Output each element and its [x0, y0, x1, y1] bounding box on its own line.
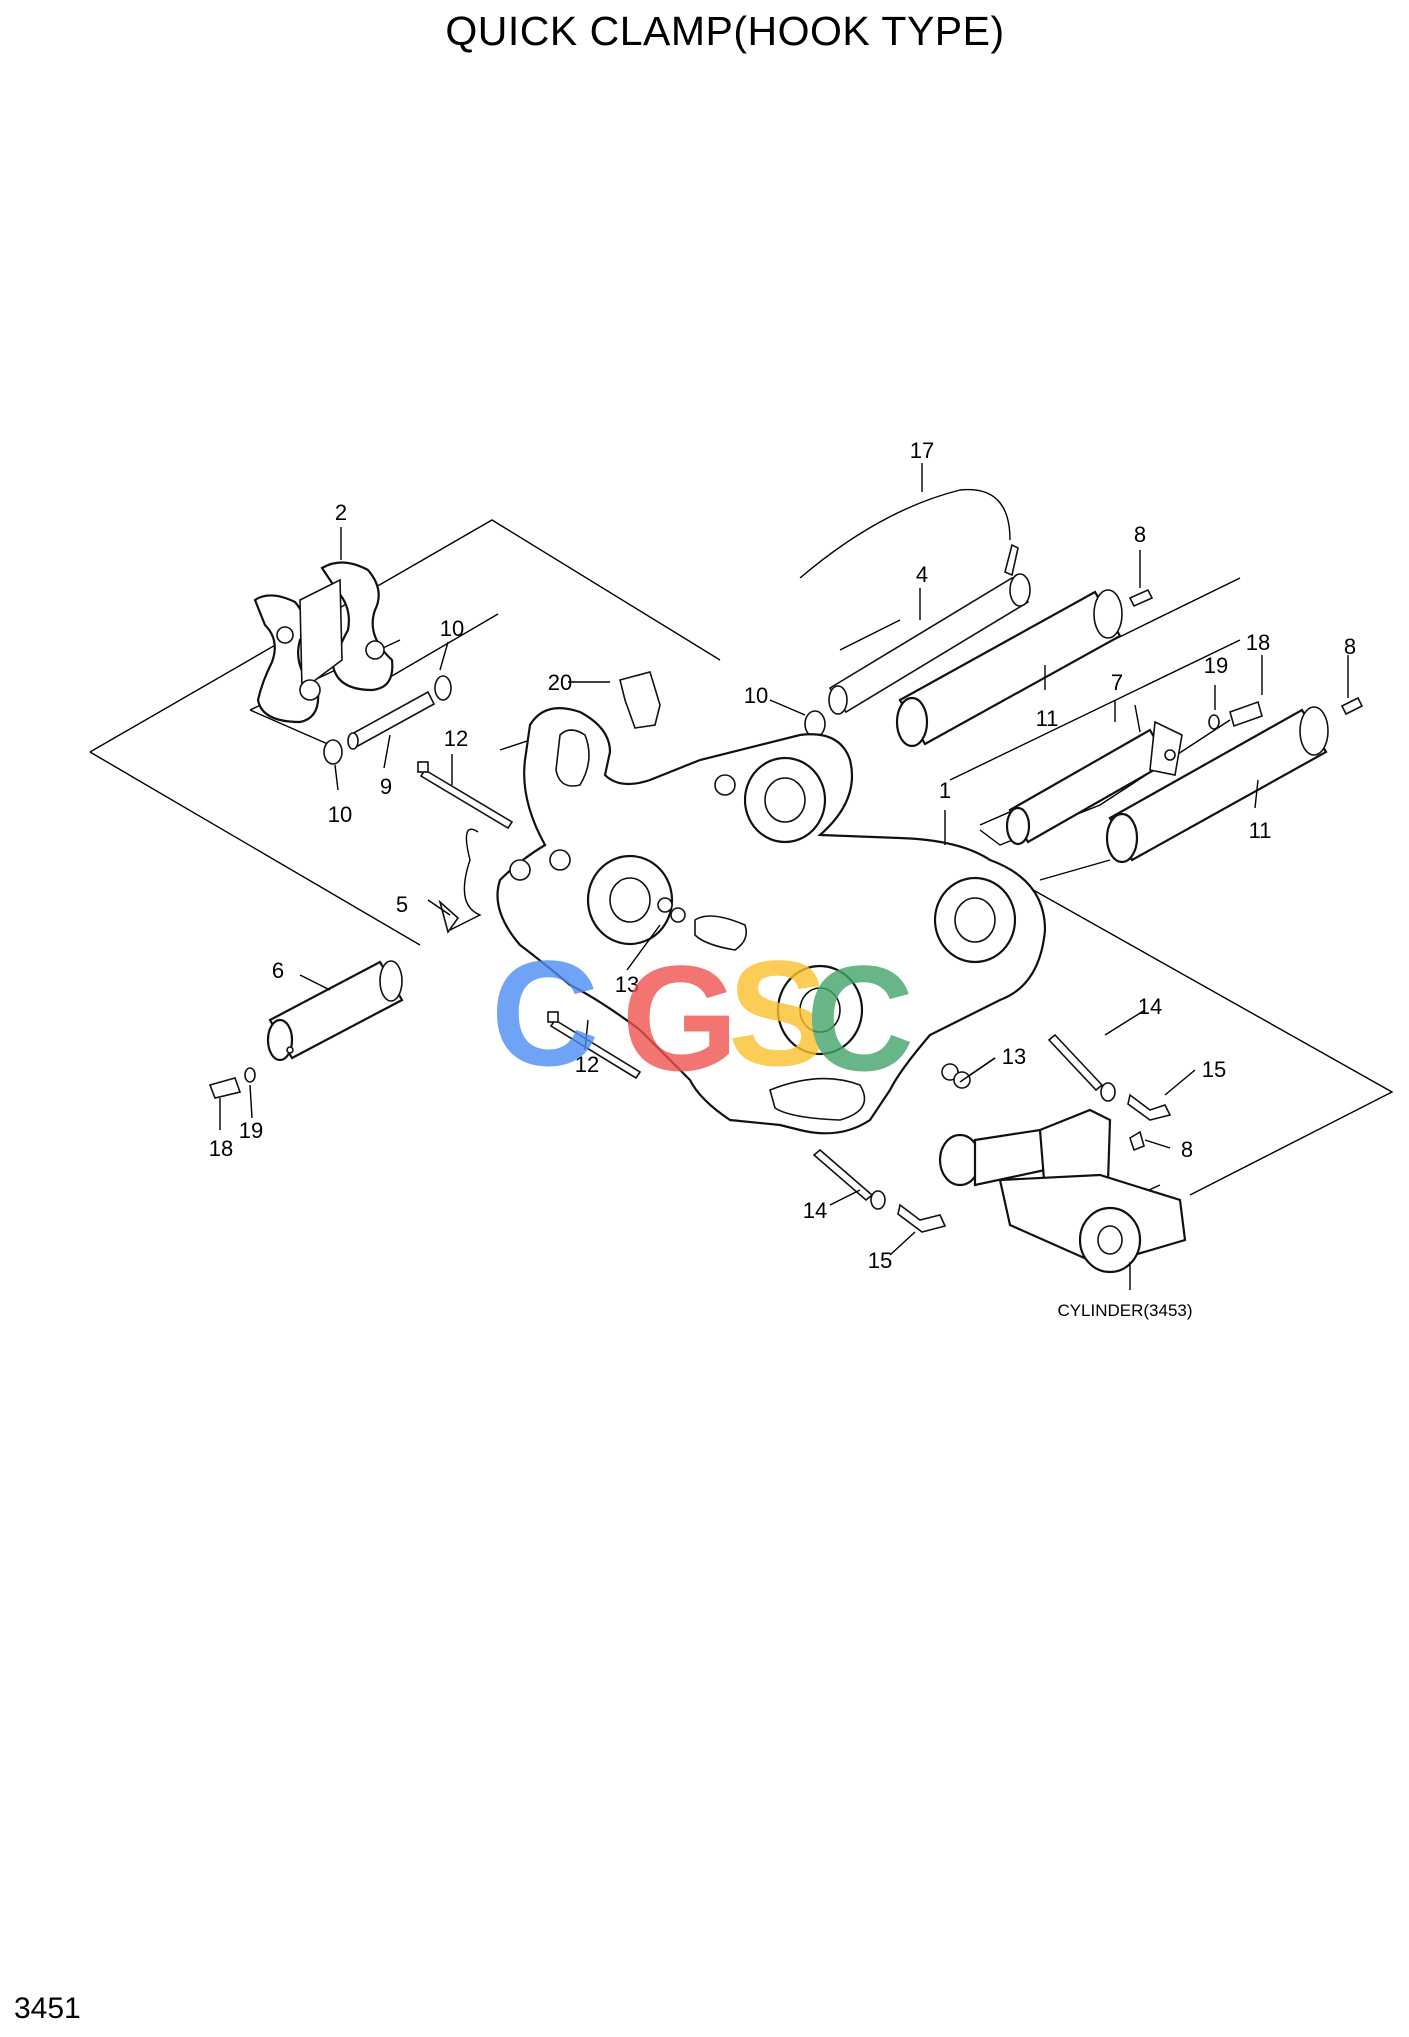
- callout-12-bottom: 12: [575, 1052, 599, 1077]
- callout-4: 4: [916, 562, 928, 587]
- callout-leaders: [219, 463, 1349, 1290]
- pins-part-11: [895, 589, 1329, 864]
- callout-19-right: 19: [1204, 653, 1228, 678]
- callout-20: 20: [548, 670, 572, 695]
- callout-2: 2: [335, 500, 347, 525]
- callout-13-right: 13: [1002, 1044, 1026, 1069]
- callout-19-left: 19: [239, 1118, 263, 1143]
- watermark-logo: C G S C: [491, 929, 914, 1102]
- pin-part-7: [1005, 720, 1183, 846]
- callout-14-right: 14: [1138, 994, 1162, 1019]
- callout-15-right: 15: [1202, 1057, 1226, 1082]
- callout-11-left: 11: [1036, 706, 1059, 731]
- hydraulic-cylinder: [938, 1108, 1187, 1274]
- watermark-letter-c2: C: [806, 934, 914, 1102]
- callout-8-right: 8: [1344, 634, 1356, 659]
- lock-pin-with-wire: [438, 828, 482, 934]
- callout-9: 9: [380, 774, 392, 799]
- hook-bracket-part: [253, 561, 394, 724]
- main-frame-part: [496, 707, 1047, 1135]
- callout-14-left: 14: [803, 1198, 827, 1223]
- lock-pin-part-4: [799, 488, 1031, 715]
- callout-10-bottom: 10: [328, 802, 352, 827]
- watermark-letter-s: S: [728, 929, 828, 1097]
- callout-8-top: 8: [1134, 522, 1146, 547]
- callout-6: 6: [272, 958, 284, 983]
- callout-labels: 2 10 10 9 12 20 10 17 4 11 7 11 19 18 8 …: [209, 438, 1356, 1320]
- cylinder-reference: CYLINDER(3453): [1057, 1301, 1192, 1320]
- callout-8-bottom: 8: [1181, 1137, 1193, 1162]
- callout-10-right: 10: [744, 683, 768, 708]
- callout-5: 5: [396, 892, 408, 917]
- callout-17: 17: [910, 438, 934, 463]
- watermark-letter-c: C: [491, 929, 599, 1097]
- bolts-part-12: [417, 761, 642, 1080]
- small-fittings: [1128, 588, 1364, 730]
- watermark-letter-g: G: [622, 934, 739, 1102]
- page-number: 3451: [14, 1992, 81, 2025]
- pin-part-6: [208, 960, 404, 1099]
- callout-12-top: 12: [444, 726, 468, 751]
- callout-15-left: 15: [868, 1248, 892, 1273]
- callout-13-left: 13: [615, 972, 639, 997]
- hoses-and-fittings: [812, 1033, 1172, 1233]
- callout-18-right: 18: [1246, 630, 1270, 655]
- callout-10-top: 10: [440, 616, 464, 641]
- pin-and-snap-rings: [323, 675, 826, 765]
- callout-18-left: 18: [209, 1136, 233, 1161]
- callout-11-right: 11: [1249, 818, 1272, 843]
- small-bracket-part: [619, 671, 661, 729]
- page-title: QUICK CLAMP(HOOK TYPE): [445, 8, 1005, 54]
- callout-7: 7: [1111, 670, 1123, 695]
- callout-1: 1: [939, 778, 951, 803]
